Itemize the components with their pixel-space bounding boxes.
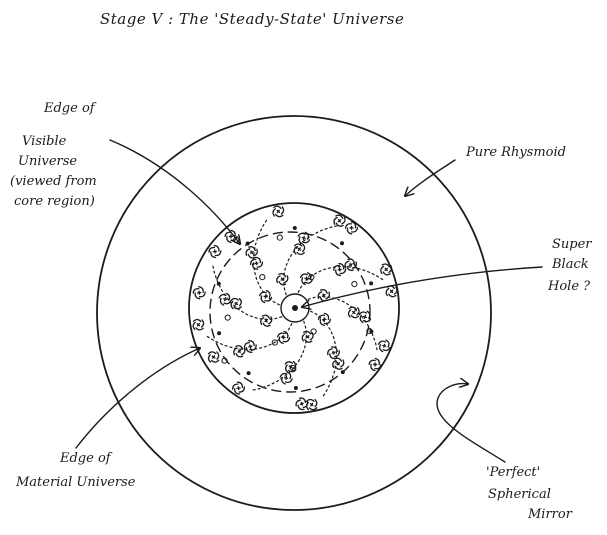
filament-arm bbox=[204, 323, 293, 351]
filament-arm bbox=[307, 296, 379, 354]
cluster-dot bbox=[217, 331, 222, 336]
galaxy-swirl-icon bbox=[333, 214, 346, 227]
galaxy-swirl-icon bbox=[207, 351, 220, 363]
galaxy-swirl-icon bbox=[332, 357, 345, 370]
galaxy-swirl-icon bbox=[344, 221, 359, 235]
material-edge-line-1: Edge of bbox=[59, 451, 113, 466]
galaxy-swirl-icon bbox=[279, 371, 293, 385]
galaxy-swirl-icon bbox=[344, 258, 357, 271]
galaxy-swirl-icon bbox=[297, 231, 311, 245]
cluster-dot bbox=[340, 241, 344, 246]
small-circle-icon bbox=[310, 328, 317, 335]
material-edge-arrow bbox=[75, 348, 200, 449]
filament-arm bbox=[283, 224, 341, 296]
label-spherical-mirror: 'Perfect' Spherical Mirror bbox=[486, 465, 573, 522]
label-material-universe-edge: Edge of Material Universe bbox=[15, 451, 136, 490]
galaxy-swirl-icon bbox=[299, 272, 313, 286]
galaxy-swirl-icon bbox=[192, 318, 205, 331]
filament-arm bbox=[249, 320, 307, 392]
cluster-dot bbox=[340, 370, 345, 375]
black-hole-arrow bbox=[302, 266, 543, 307]
galaxy-swirl-icon bbox=[295, 397, 309, 411]
galaxy-swirl-icon bbox=[327, 346, 340, 360]
visible-universe-dashed-circle bbox=[209, 231, 371, 393]
mirror-line-2: Spherical bbox=[488, 487, 551, 502]
spherical-mirror-circle bbox=[96, 115, 492, 511]
galaxy-swirl-icon bbox=[192, 286, 206, 300]
galaxy-swirl-icon bbox=[233, 345, 246, 358]
black-hole-line-1: Super bbox=[552, 237, 592, 252]
galaxy-swirl-icon bbox=[208, 244, 222, 259]
galaxy-swirl-icon bbox=[293, 243, 306, 256]
visible-edge-line-4: (viewed from bbox=[10, 174, 97, 189]
galaxy-swirl-icon bbox=[272, 205, 285, 218]
small-circle-icon bbox=[276, 234, 283, 241]
visible-edge-line-3: Universe bbox=[18, 154, 77, 169]
black-hole-line-2: Black bbox=[551, 257, 589, 272]
cluster-dot bbox=[246, 371, 251, 376]
small-circle-icon bbox=[290, 364, 297, 372]
galaxy-swirl-icon bbox=[260, 314, 273, 327]
filament-arm bbox=[310, 310, 338, 399]
label-pure-rhysmoid: Pure Rhysmoid bbox=[465, 145, 566, 160]
galaxy-swirl-icon bbox=[377, 339, 391, 353]
galaxies bbox=[192, 205, 398, 411]
galaxy-swirl-icon bbox=[284, 360, 297, 373]
galaxy-swirl-icon bbox=[276, 273, 289, 286]
galaxy-swirl-icon bbox=[317, 289, 331, 302]
material-edge-line-2: Material Universe bbox=[15, 475, 136, 490]
small-circle-icon bbox=[308, 274, 315, 281]
visible-edge-line-5: core region) bbox=[14, 194, 95, 209]
galaxy-swirl-icon bbox=[368, 357, 382, 372]
galaxy-swirl-icon bbox=[231, 381, 246, 395]
visible-edge-arrow bbox=[109, 139, 240, 244]
cluster-dot bbox=[216, 281, 221, 286]
black-hole-line-3: Hole ? bbox=[547, 279, 591, 294]
visible-edge-line-2: Visible bbox=[22, 134, 67, 149]
cluster-dot bbox=[369, 281, 374, 286]
cluster-dot bbox=[369, 329, 374, 334]
small-circle-icon bbox=[259, 274, 266, 281]
visible-edge-line-1: Edge of bbox=[43, 101, 97, 116]
galaxy-swirl-icon bbox=[380, 263, 393, 276]
galaxy-swirl-icon bbox=[276, 330, 291, 345]
mirror-line-3: Mirror bbox=[527, 507, 573, 522]
diagram-title: Stage V : The 'Steady-State' Universe bbox=[100, 10, 404, 28]
cluster-dot bbox=[292, 226, 297, 230]
material-universe-circle bbox=[188, 202, 400, 414]
galaxy-swirl-icon bbox=[317, 312, 332, 327]
label-super-black-hole: Super Black Hole ? bbox=[547, 237, 592, 294]
small-circle-icon bbox=[271, 339, 278, 346]
galaxy-swirl-icon bbox=[249, 256, 264, 270]
mirror-line-1: 'Perfect' bbox=[486, 465, 540, 480]
galaxy-swirl-icon bbox=[333, 262, 347, 277]
galaxy-swirl-icon bbox=[259, 290, 273, 304]
rhysmoid-arrow bbox=[405, 159, 456, 196]
filament-arm bbox=[252, 217, 280, 306]
cluster-dot bbox=[245, 241, 250, 246]
cluster-dot bbox=[293, 386, 298, 390]
mirror-arrow bbox=[436, 384, 506, 463]
galaxy-swirl-icon bbox=[218, 292, 232, 306]
galaxy-swirl-icon bbox=[230, 297, 242, 310]
galaxy-swirl-icon bbox=[347, 306, 360, 319]
small-circle-icon bbox=[221, 357, 228, 364]
super-black-hole-dot bbox=[292, 305, 298, 311]
galaxy-swirl-icon bbox=[245, 246, 258, 259]
filament-arm bbox=[297, 265, 386, 293]
galaxy-swirl-icon bbox=[358, 310, 372, 324]
label-visible-universe-edge: Edge of Visible Universe (viewed from co… bbox=[10, 101, 97, 209]
small-circle-icon bbox=[224, 314, 231, 321]
small-circle-icon bbox=[351, 281, 358, 288]
galaxy-swirl-icon bbox=[243, 340, 257, 353]
filament-arm bbox=[211, 262, 283, 320]
galaxy-swirl-icon bbox=[301, 330, 314, 343]
star-clusters bbox=[216, 226, 374, 390]
